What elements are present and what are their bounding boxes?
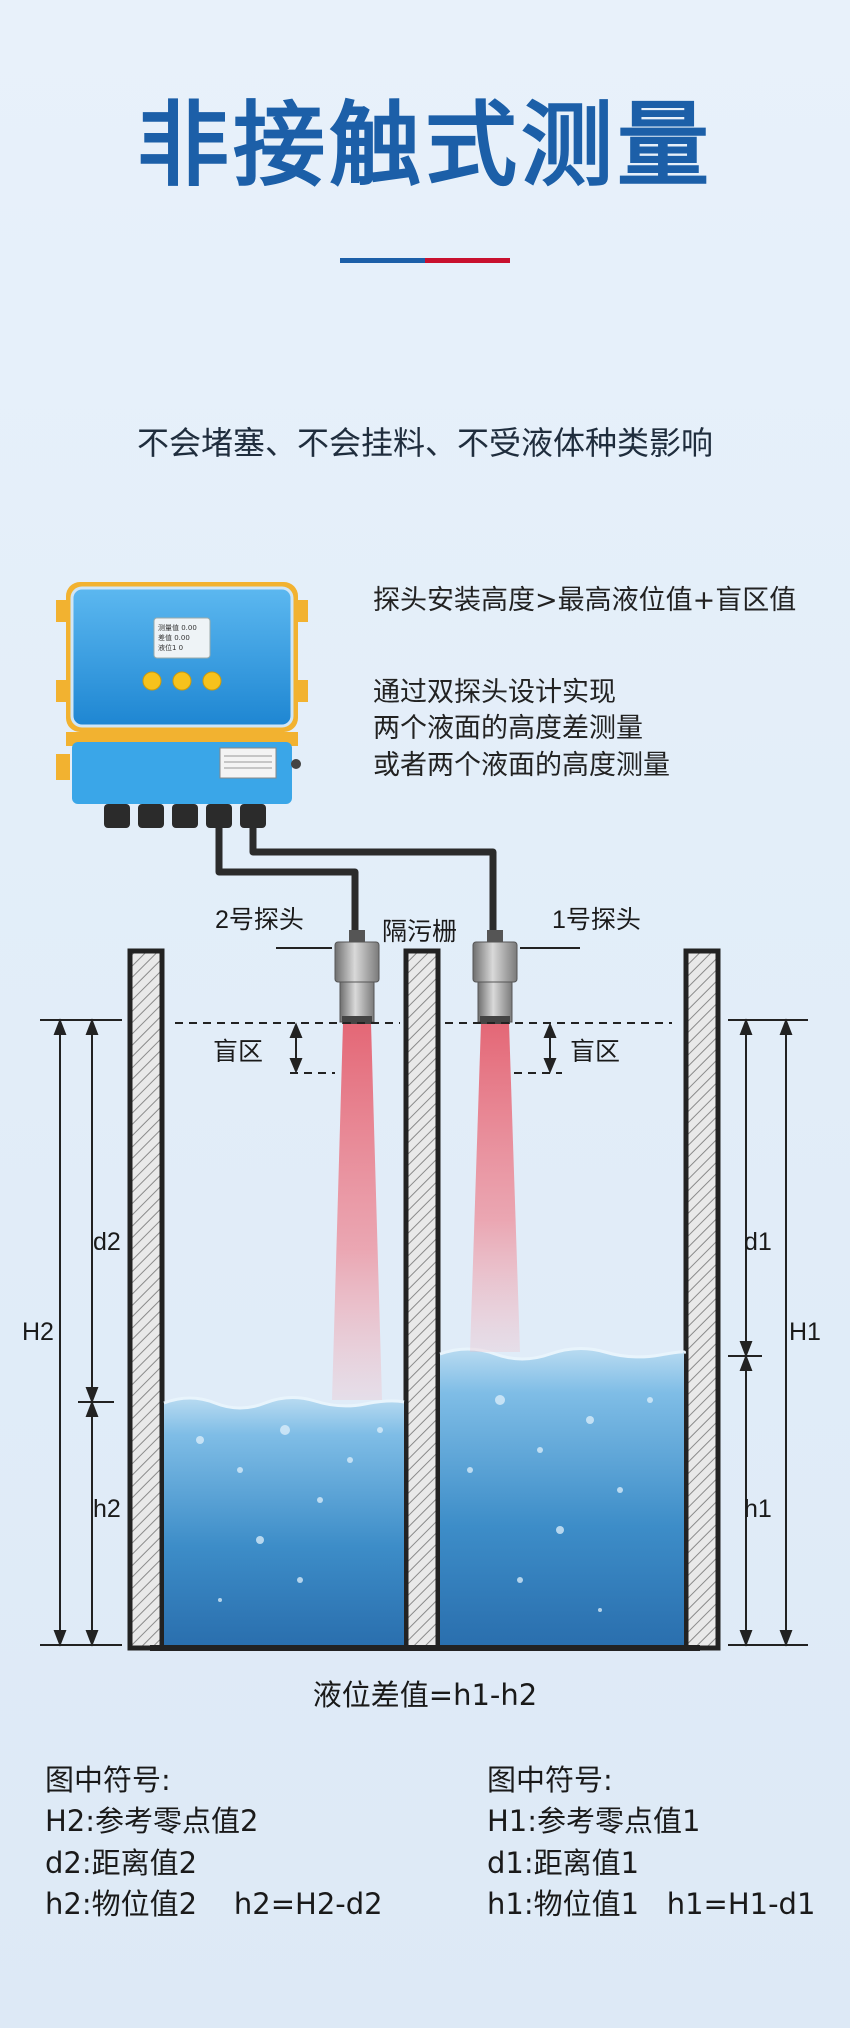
label-H2: H2 [22,1318,54,1346]
legend-line: 图中符号: [45,1763,171,1797]
legend-line: H2:参考零点值2 [45,1804,259,1839]
legend-line: H1:参考零点值1 [487,1804,701,1839]
label-d1: d1 [744,1228,772,1256]
label-barrier: 隔污栅 [382,918,457,946]
probe-2 [276,930,380,1024]
device-screen [153,617,211,659]
controller-device: 测量值 0.00 差值 0.00 液位1 0 [56,582,308,828]
legend-line: h2:物位值2 h2=H2-d2 [45,1887,383,1922]
cable-probe-1 [249,828,497,930]
left-wall [127,948,165,1651]
level-difference-formula: 液位差值=h1-h2 [312,1678,538,1712]
device-nameplate [219,747,277,779]
probe-1 [472,930,580,1024]
screen-line-2: 差值 0.00 [158,633,190,642]
cable-glands [104,804,266,828]
label-h2: h2 [93,1495,121,1523]
label-probe-1: 1号探头 [552,906,641,934]
install-note: 探头安装高度>最高液位值+盲区值 [373,585,797,616]
label-blind-zone-right: 盲区 [570,1038,620,1066]
cable-probe-2 [215,828,359,930]
design-notes: 通过双探头设计实现 两个液面的高度差测量 或者两个液面的高度测量 [373,675,670,784]
blind-zone-arrows [289,1022,557,1074]
screen-line-3: 液位1 0 [158,643,183,652]
dimension-lines-right [728,1018,808,1647]
label-probe-2: 2号探头 [215,906,304,934]
water-right [439,1347,686,1645]
legend-left: 图中符号: H2:参考零点值2 d2:距离值2 h2:物位值2 h2=H2-d2 [45,1760,383,1926]
screen-line-1: 测量值 0.00 [158,623,197,632]
water-left [163,1396,405,1645]
label-H1: H1 [789,1318,821,1346]
legend-line: h1:物位值1 h1=H1-d1 [487,1887,816,1922]
design-note-line: 两个液面的高度差测量 [373,713,643,745]
design-note-line: 或者两个液面的高度测量 [373,749,670,781]
dimension-lines-left [40,1018,122,1647]
device-button-2 [172,671,192,691]
blind-zone-lines [175,1022,672,1074]
legend-line: 图中符号: [487,1763,613,1797]
device-button-1 [142,671,162,691]
label-blind-zone-left: 盲区 [213,1038,263,1066]
subtitle: 不会堵塞、不会挂料、不受液体种类影响 [136,424,713,462]
device-button-3 [202,671,222,691]
barrier-wall [403,948,441,1651]
legend-line: d2:距离值2 [45,1845,198,1880]
page-title: 非接触式测量 [136,92,713,199]
label-h1: h1 [744,1495,772,1523]
legend-right: 图中符号: H1:参考零点值1 d1:距离值1 h1:物位值1 h1=H1-d1 [487,1760,815,1926]
legend-line: d1:距离值1 [487,1845,640,1880]
title-underline [340,258,510,263]
design-note-line: 通过双探头设计实现 [373,677,616,708]
beam-probe-2 [332,1023,382,1400]
label-d2: d2 [93,1228,121,1256]
water-bubbles [196,1395,653,1612]
beam-probe-1 [470,1023,520,1352]
right-wall [683,948,721,1651]
